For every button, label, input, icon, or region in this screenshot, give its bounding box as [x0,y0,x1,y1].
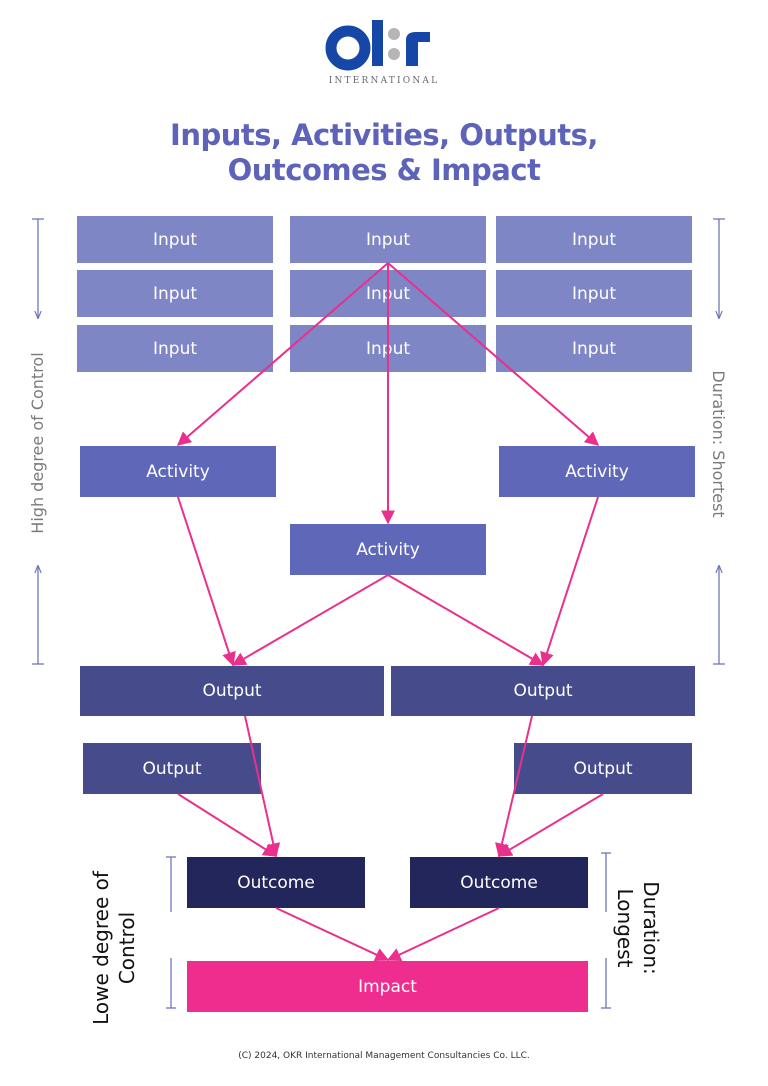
input-box-r2-c2: Input [290,270,486,317]
copyright-footer: (C) 2024, OKR International Management C… [238,1051,530,1061]
page-title-line-2: Outcomes & Impact [227,153,541,187]
arrow-outcome-right-to-impact [386,907,500,961]
label-high-degree-of-control: High degree of Control [28,352,47,534]
arrow-output-small-left-to-outcome-left [177,793,278,857]
input-box-r3-c2: Input [290,325,486,372]
okr-logo: INTERNATIONAL [0,14,768,94]
input-box-r1-c2: Input [290,216,486,263]
input-box-r1-c3: Input [496,216,692,263]
label-duration-shortest: Duration: Shortest [709,370,728,518]
arrow-output-small-right-to-outcome-right [497,793,604,857]
activity-box-center: Activity [290,524,486,575]
arrow-activity-left-to-output-left [177,496,236,667]
label-duration-longest-line-1: Duration: [639,881,663,975]
label-duration-longest-line-2: Longest [613,888,637,968]
arrow-activity-right-to-output-right [540,496,599,667]
arrow-activity-center-to-output-right [387,574,545,666]
input-box-r2-c1: Input [77,270,273,317]
arrow-activity-center-to-output-left [231,574,389,666]
output-box-wide-right: Output [391,666,695,716]
outcome-box-left: Outcome [187,857,365,908]
impact-box: Impact [187,961,588,1012]
okr-wordmark-icon [325,20,430,71]
outcome-box-right: Outcome [410,857,588,908]
logo-subtitle: INTERNATIONAL [328,76,440,86]
label-low-degree-line-1: Lowe degree of [89,871,113,1025]
input-box-r2-c3: Input [496,270,692,317]
label-low-degree-line-2: Control [115,911,139,985]
input-box-r3-c1: Input [77,325,273,372]
page-title-line-1: Inputs, Activities, Outputs, [170,118,598,152]
output-box-wide-left: Output [80,666,384,716]
input-box-r1-c1: Input [77,216,273,263]
activity-box-right: Activity [499,446,695,497]
output-box-small-left: Output [83,743,261,794]
label-duration-longest: Duration: Longest [608,838,664,1018]
activity-box-left: Activity [80,446,276,497]
output-box-small-right: Output [514,743,692,794]
arrow-outcome-left-to-impact [275,907,390,962]
input-box-r3-c3: Input [496,325,692,372]
label-low-degree-of-control: Lowe degree of Control [88,848,144,1048]
